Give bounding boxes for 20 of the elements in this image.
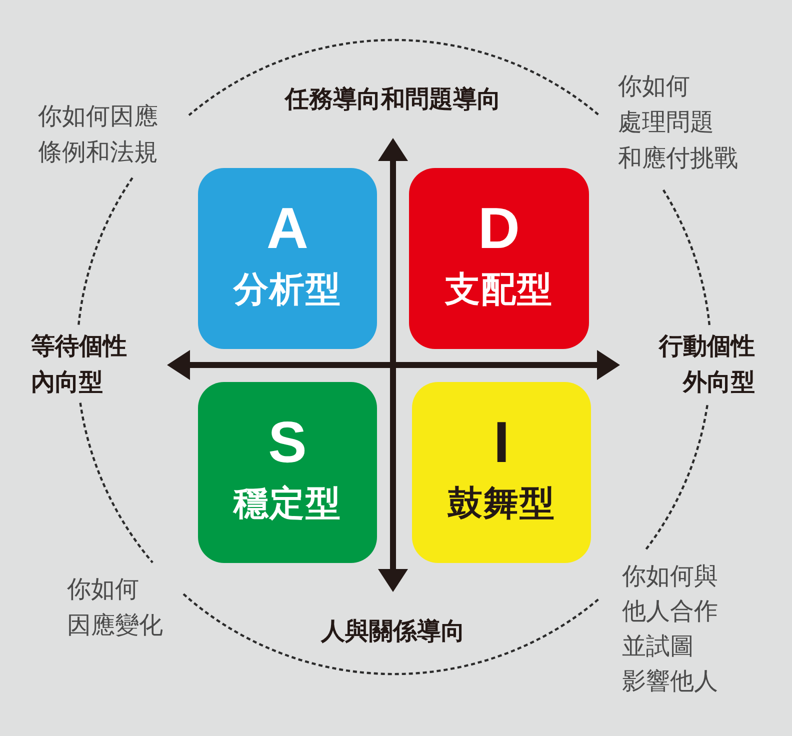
type-letter: I — [493, 414, 510, 472]
note-text: 你如何與他人合作並試圖影響他人 — [622, 562, 718, 697]
axis-label: 任務導向和問題導向 — [285, 85, 501, 115]
quadrant-box — [198, 168, 377, 349]
axis-label: 等待個性內向型 — [31, 332, 127, 398]
note-text: 你如何處理問題和應付挑戰 — [618, 72, 738, 174]
axis-label: 行動個性外向型 — [659, 332, 755, 398]
type-letter: A — [266, 200, 308, 258]
type-name: 鼓舞型 — [448, 484, 556, 524]
quadrant-box — [409, 168, 589, 349]
type-letter: D — [478, 200, 520, 258]
axis-label: 人與關係導向 — [321, 617, 465, 647]
note-text: 你如何因應條例和法規 — [38, 102, 158, 168]
type-name: 支配型 — [445, 270, 553, 310]
note-text: 你如何因應變化 — [67, 575, 163, 641]
quadrant-box — [198, 382, 377, 563]
type-letter: S — [268, 414, 307, 472]
type-name: 分析型 — [234, 270, 342, 310]
quadrant-box — [412, 382, 591, 563]
type-name: 穩定型 — [234, 484, 342, 524]
